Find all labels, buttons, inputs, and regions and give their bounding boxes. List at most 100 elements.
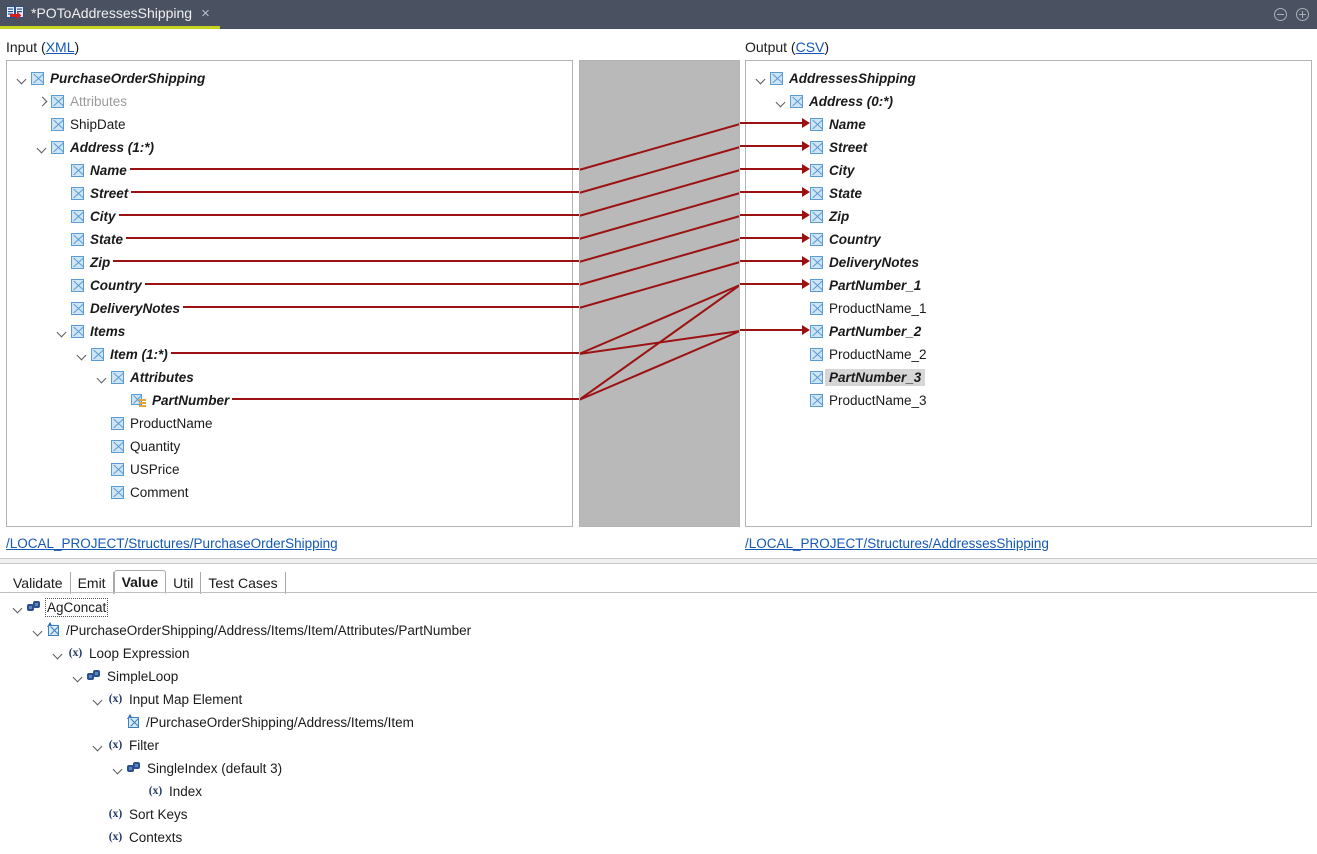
attribute-icon[interactable] bbox=[131, 394, 146, 407]
tree-row[interactable]: PartNumber bbox=[7, 389, 229, 412]
input-format-link[interactable]: XML bbox=[45, 39, 75, 55]
close-icon[interactable]: × bbox=[201, 4, 210, 22]
input-path-link[interactable]: /LOCAL_PROJECT/Structures/PurchaseOrderS… bbox=[6, 536, 338, 551]
element-checkbox-icon[interactable] bbox=[111, 371, 124, 384]
tree-row[interactable]: ShipDate bbox=[7, 113, 126, 136]
element-checkbox-icon[interactable] bbox=[790, 95, 803, 108]
element-checkbox-icon[interactable] bbox=[810, 210, 823, 223]
element-checkbox-icon[interactable] bbox=[71, 302, 84, 315]
element-checkbox-icon[interactable] bbox=[810, 233, 823, 246]
tab-emit[interactable]: Emit bbox=[71, 572, 114, 594]
tree-row[interactable]: Address (1:*) bbox=[7, 136, 154, 159]
maximize-icon[interactable] bbox=[1296, 8, 1309, 21]
tree-row[interactable]: City bbox=[7, 205, 116, 228]
element-checkbox-icon[interactable] bbox=[71, 233, 84, 246]
twisty-open[interactable] bbox=[15, 72, 29, 86]
editor-tab-potoaddressesshipping[interactable]: *POToAddressesShipping × bbox=[0, 0, 220, 29]
twisty-open[interactable] bbox=[10, 600, 26, 616]
tree-row[interactable]: State bbox=[7, 228, 123, 251]
element-checkbox-icon[interactable] bbox=[810, 164, 823, 177]
tree-row[interactable]: ProductName_3 bbox=[746, 389, 927, 412]
element-checkbox-icon[interactable] bbox=[71, 187, 84, 200]
expression-tree-row[interactable]: SimpleLoop bbox=[0, 665, 178, 688]
twisty-open[interactable] bbox=[90, 692, 106, 708]
twisty-open[interactable] bbox=[90, 738, 106, 754]
expression-tree-row[interactable]: SingleIndex (default 3) bbox=[0, 757, 282, 780]
tree-row[interactable]: State bbox=[746, 182, 862, 205]
element-checkbox-icon[interactable] bbox=[71, 279, 84, 292]
element-checkbox-icon[interactable] bbox=[51, 141, 64, 154]
twisty-open[interactable] bbox=[95, 371, 109, 385]
element-checkbox-icon[interactable] bbox=[770, 72, 783, 85]
element-checkbox-icon[interactable] bbox=[71, 325, 84, 338]
tree-row[interactable]: Comment bbox=[7, 481, 189, 504]
element-checkbox-icon[interactable] bbox=[51, 95, 64, 108]
element-checkbox-icon[interactable] bbox=[810, 118, 823, 131]
element-checkbox-icon[interactable] bbox=[810, 371, 823, 384]
twisty-open[interactable] bbox=[110, 761, 126, 777]
tree-row[interactable]: USPrice bbox=[7, 458, 180, 481]
minimize-icon[interactable] bbox=[1274, 8, 1287, 21]
tab-test-cases[interactable]: Test Cases bbox=[201, 572, 286, 594]
tab-value[interactable]: Value bbox=[113, 570, 167, 594]
twisty-open[interactable] bbox=[70, 669, 86, 685]
twisty-open[interactable] bbox=[754, 72, 768, 86]
tree-row[interactable]: PartNumber_3 bbox=[746, 366, 926, 389]
horizontal-splitter[interactable] bbox=[0, 558, 1317, 564]
element-checkbox-icon[interactable] bbox=[810, 302, 823, 315]
twisty-open[interactable] bbox=[75, 348, 89, 362]
tree-row[interactable]: PartNumber_2 bbox=[746, 320, 921, 343]
element-checkbox-icon[interactable] bbox=[71, 256, 84, 269]
expression-tree-row[interactable]: (x)Sort Keys bbox=[0, 803, 188, 826]
element-checkbox-icon[interactable] bbox=[810, 187, 823, 200]
element-checkbox-icon[interactable] bbox=[810, 256, 823, 269]
element-checkbox-icon[interactable] bbox=[810, 348, 823, 361]
tree-row[interactable]: Items bbox=[7, 320, 125, 343]
tree-row[interactable]: PartNumber_1 bbox=[746, 274, 921, 297]
tree-row[interactable]: DeliveryNotes bbox=[746, 251, 919, 274]
element-checkbox-icon[interactable] bbox=[71, 164, 84, 177]
element-checkbox-icon[interactable] bbox=[71, 210, 84, 223]
twisty-open[interactable] bbox=[55, 325, 69, 339]
element-checkbox-icon[interactable] bbox=[111, 463, 124, 476]
tab-validate[interactable]: Validate bbox=[6, 572, 71, 594]
output-format-link[interactable]: CSV bbox=[795, 39, 825, 55]
expression-tree-row[interactable]: (x)Loop Expression bbox=[0, 642, 190, 665]
tree-row[interactable]: Attributes bbox=[7, 90, 127, 113]
tree-row[interactable]: ProductName_2 bbox=[746, 343, 927, 366]
tree-row[interactable]: DeliveryNotes bbox=[7, 297, 180, 320]
tree-row[interactable]: Zip bbox=[746, 205, 849, 228]
tree-row[interactable]: Name bbox=[7, 159, 127, 182]
expression-tree-row[interactable]: (x)Index bbox=[0, 780, 202, 803]
tree-row[interactable]: ProductName bbox=[7, 412, 213, 435]
twisty-open[interactable] bbox=[35, 141, 49, 155]
expression-tree-row[interactable]: (x)Input Map Element bbox=[0, 688, 243, 711]
tree-row[interactable]: Quantity bbox=[7, 435, 180, 458]
output-path-link[interactable]: /LOCAL_PROJECT/Structures/AddressesShipp… bbox=[745, 536, 1049, 551]
element-checkbox-icon[interactable] bbox=[810, 325, 823, 338]
expression-tree-row[interactable]: AgConcat bbox=[0, 596, 109, 619]
twisty-open[interactable] bbox=[774, 95, 788, 109]
tree-row[interactable]: Country bbox=[7, 274, 142, 297]
tree-row[interactable]: Item (1:*) bbox=[7, 343, 168, 366]
tree-row[interactable]: Zip bbox=[7, 251, 110, 274]
twisty-open[interactable] bbox=[50, 646, 66, 662]
element-checkbox-icon[interactable] bbox=[111, 440, 124, 453]
tab-util[interactable]: Util bbox=[166, 572, 202, 594]
element-checkbox-icon[interactable] bbox=[51, 118, 64, 131]
element-checkbox-icon[interactable] bbox=[810, 141, 823, 154]
expression-tree-row[interactable]: /PurchaseOrderShipping/Address/Items/Ite… bbox=[0, 711, 414, 734]
tree-row[interactable]: ProductName_1 bbox=[746, 297, 927, 320]
tree-row[interactable]: Street bbox=[7, 182, 128, 205]
tree-row[interactable]: Attributes bbox=[7, 366, 194, 389]
expression-tree-row[interactable]: /PurchaseOrderShipping/Address/Items/Ite… bbox=[0, 619, 471, 642]
twisty-open[interactable] bbox=[30, 623, 46, 639]
element-checkbox-icon[interactable] bbox=[31, 72, 44, 85]
element-checkbox-icon[interactable] bbox=[111, 486, 124, 499]
tree-row[interactable]: Street bbox=[746, 136, 867, 159]
mapping-canvas[interactable] bbox=[579, 60, 740, 527]
expression-tree-row[interactable]: (x)Filter bbox=[0, 734, 159, 757]
element-checkbox-icon[interactable] bbox=[810, 394, 823, 407]
